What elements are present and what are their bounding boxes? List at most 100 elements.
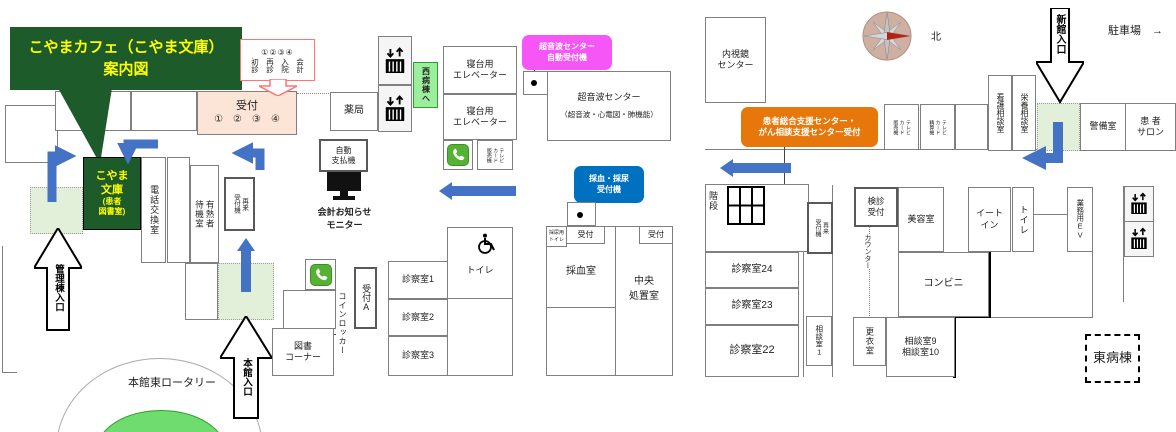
wall (546, 307, 616, 308)
legend-item-payment: 会計 (295, 57, 305, 73)
payment-monitor-icon (327, 172, 361, 200)
new-building-entrance-arrow (1036, 8, 1084, 104)
consultation-room-1: 相談室1 (806, 316, 832, 366)
route-arrow-up-right (47, 145, 77, 202)
service-elevator: 業務用EV (1067, 187, 1093, 252)
exam-room-1: 診察室1 (388, 261, 448, 299)
auto-payment-machine: 自動 支払機 (319, 139, 368, 172)
endoscopy-center: 内視鏡 センター (705, 17, 766, 103)
nutrition-consultation-room: 栄養相談室 (1012, 75, 1036, 151)
koyama-library-name: こやま 文庫 (95, 169, 129, 196)
legend-item-return-visit: 再診 (265, 57, 275, 73)
admin-building-entrance-arrow (34, 228, 82, 331)
elevator-icon (1131, 192, 1147, 214)
reception-counter: 受付 ① ② ③ ④ (197, 91, 297, 135)
koyama-library: こやま 文庫 (患者 図書室) (83, 157, 141, 230)
public-phone (443, 140, 473, 170)
machine-location-dot (577, 212, 583, 218)
treatment-reception-window: 受付 (639, 226, 673, 244)
nursing-consultation-room: 看護相談室 (988, 75, 1012, 151)
blood-reception-window: 受付 (566, 226, 605, 244)
koyama-library-sub: (患者 図書室) (98, 197, 126, 217)
wall (447, 298, 513, 299)
return-visit-checkin-machine: 再来 受付機 (224, 177, 255, 231)
wall-thick (988, 252, 991, 317)
route-arrow-left (439, 182, 516, 200)
wall (1092, 188, 1093, 318)
exam-room-23: 診察室23 (705, 288, 799, 325)
stairs-label: 階段 (708, 191, 718, 211)
map-title: こやまカフェ（こやま文庫） 案内図 (10, 27, 242, 90)
central-treatment-room (615, 226, 673, 376)
route-arrow-up (237, 238, 255, 292)
changing-room: 更衣室 (853, 317, 886, 366)
room-unlabeled (131, 91, 197, 131)
wall (2, 246, 3, 373)
reception-a: 受付A (354, 267, 377, 329)
eat-in-space: イート イン (968, 187, 1011, 252)
parking-label: 駐車場 → (1108, 25, 1163, 37)
return-visit-checkin-machine: 再来 受付機 (807, 202, 833, 254)
blood-sampling-room (546, 226, 616, 376)
elevator (1124, 186, 1154, 222)
elevator-icon (1131, 227, 1147, 249)
reception-window-numbers: ① ② ③ ④ (214, 113, 280, 125)
beauty-salon: 美容室 (898, 187, 944, 252)
room-unlabeled (283, 290, 336, 329)
elevator-icon (385, 46, 405, 73)
toilet: トイレ (1012, 187, 1034, 252)
machine-location-dot (531, 80, 537, 86)
patient-salon: 患 者 サロン (1125, 103, 1176, 151)
urine-sample-toilet: 採尿用 トイレ (546, 226, 567, 247)
payment-monitor-label: 会計お知らせ モニター (317, 207, 372, 230)
wall (832, 185, 833, 377)
tv-card-vending-machine: テレビ カード 販売機 (477, 140, 513, 170)
elevator (378, 36, 412, 85)
elevator-icon (385, 94, 405, 121)
ultrasound-center: 超音波センター （超音波・心電図・肺機能） (547, 71, 671, 141)
reception-legend-callout: ①②③④ 初診 再診 入院 会計 (240, 39, 315, 81)
stairs-icon (727, 186, 765, 225)
elevator (378, 85, 412, 132)
wall (1033, 214, 1068, 215)
admin-building-entrance-label: 管理棟入口 (53, 264, 64, 312)
wall (803, 252, 804, 377)
tv-card-vending-machine: テレビ カード 販売機 (884, 104, 919, 150)
wall (2, 372, 17, 373)
patient-support-callout: 患者総合支援センター・ がん相談支援センター受付 (741, 107, 878, 147)
checkup-reception: 検診 受付 (854, 187, 898, 227)
toilet-block (447, 227, 513, 376)
room-unlabeled (167, 157, 190, 263)
red-down-arrow (259, 79, 297, 96)
phone-icon (447, 144, 469, 166)
library-corner: 図書 コーナー (272, 328, 334, 376)
route-arrow-down-left (1022, 122, 1063, 171)
reception-label: 受付 (236, 99, 258, 112)
blood-urine-checkin-callout: 採血・採尿 受付機 (574, 166, 644, 203)
legend-item-admission: 入院 (280, 57, 290, 73)
bed-elevator: 寝台用 エレベーター (443, 46, 517, 94)
compass-icon (862, 11, 912, 61)
blood-room-label: 採血室 (566, 266, 596, 277)
public-phone (305, 259, 336, 290)
wheelchair-icon (478, 233, 495, 254)
coin-locker-label: コインロッカー (338, 292, 347, 355)
route-arrow-up-left (231, 142, 265, 170)
counter-dotted-line (869, 227, 870, 318)
convenience-store: コンビニ (898, 252, 989, 317)
consultation-rooms-9-10: 相談室9 相談室10 (886, 317, 955, 377)
phone-icon (309, 263, 332, 286)
to-west-ward-sign: 西病棟へ (413, 62, 438, 108)
toilet-label: トイレ (466, 265, 494, 275)
east-ward: 東病棟 (1085, 334, 1140, 383)
central-treatment-label: 中央 処置室 (629, 276, 659, 302)
wall (1123, 186, 1124, 302)
main-building-entrance-label: 本館入口 (241, 358, 252, 396)
tv-card-settlement-machine: テレビ カード 精算機 (920, 104, 955, 150)
map-title-line1: こやまカフェ（こやま文庫） (28, 38, 224, 56)
exam-room-22: 診察室22 (705, 325, 799, 377)
elevator (1124, 221, 1154, 257)
exam-room-2: 診察室2 (388, 299, 448, 336)
legend-numbers: ①②③④ (261, 47, 294, 57)
